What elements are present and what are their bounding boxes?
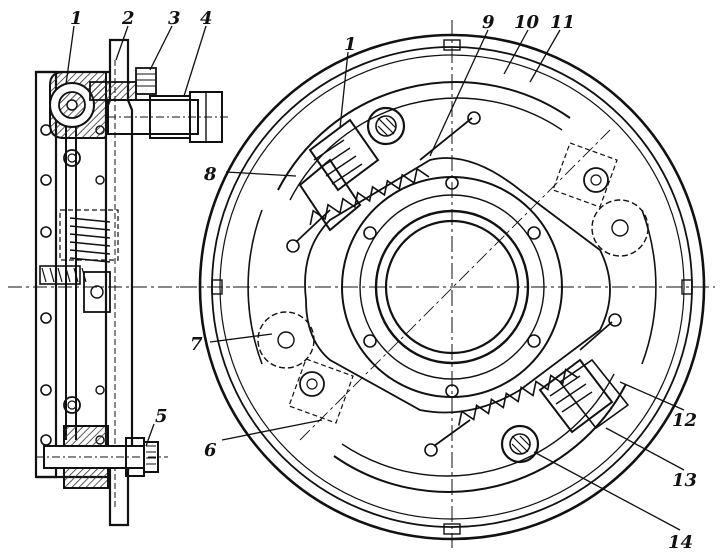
leader-lines (65, 25, 685, 531)
hub-bore-outer (374, 209, 530, 365)
label-13: 13 (672, 470, 697, 491)
label-5: 5 (155, 406, 168, 427)
label-10: 10 (514, 12, 540, 33)
left-shoe-segment (247, 209, 263, 365)
hub-bolts (363, 176, 541, 398)
wheel-cylinder-section (49, 67, 157, 139)
label-2: 2 (121, 8, 135, 29)
label-1-front: 1 (344, 34, 357, 55)
callout-labels: 1 2 3 4 5 1 6 7 8 9 10 11 12 13 14 (70, 8, 697, 553)
drum-lip (219, 54, 685, 520)
lower-shoe-outer (333, 383, 627, 493)
lower-shoe-inner (341, 373, 615, 477)
lower-eccentric (500, 424, 540, 464)
bleeder-body (89, 81, 137, 101)
label-8: 8 (203, 164, 217, 185)
backing-plate-contour (304, 157, 611, 414)
hub-flange-mid (359, 194, 545, 380)
label-14: 14 (668, 532, 693, 553)
upper-shoe-outer (277, 81, 571, 191)
drum-tabs (211, 39, 693, 535)
label-9: 9 (482, 12, 495, 33)
bleeder-screw (135, 67, 157, 95)
front-view (180, 20, 715, 548)
upper-shoe-inner (289, 97, 563, 201)
drum-outer-ring (198, 33, 706, 541)
line-fitting (107, 91, 230, 143)
upper-eccentric (366, 106, 406, 146)
upper-return-spring (286, 111, 481, 253)
diagonal-centerline (299, 129, 611, 441)
anchor-pin-section (36, 425, 168, 489)
label-6: 6 (204, 440, 217, 461)
hidden-adjusters (257, 142, 649, 424)
label-4: 4 (200, 8, 213, 29)
hub-bore (384, 219, 520, 355)
label-11: 11 (550, 12, 575, 33)
upper-wheel-cylinder (298, 106, 406, 232)
lower-wheel-cylinder (500, 358, 630, 464)
side-spring (39, 149, 119, 414)
label-3: 3 (168, 8, 181, 29)
side-section-view (8, 38, 245, 527)
label-7: 7 (190, 334, 203, 355)
label-1-side: 1 (70, 8, 83, 29)
label-12: 12 (672, 410, 697, 431)
